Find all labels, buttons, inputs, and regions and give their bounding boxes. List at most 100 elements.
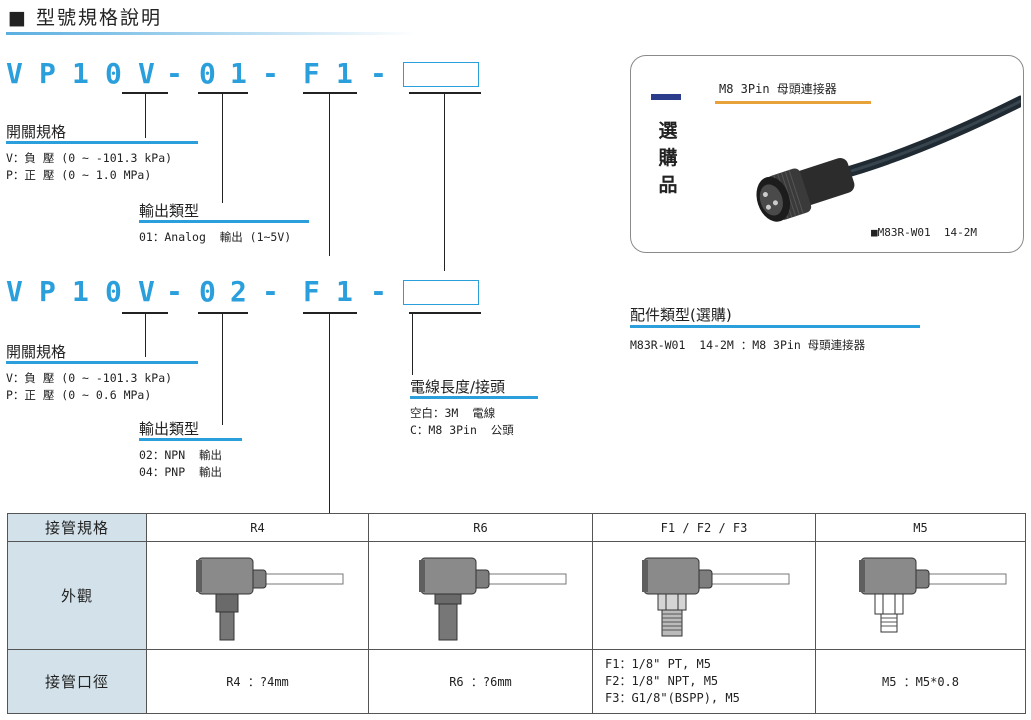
connector-line — [145, 313, 146, 357]
model-char: 1 — [336, 275, 353, 308]
r4-fitting-image — [195, 557, 343, 641]
switch-spec-title: 開關規格 — [6, 123, 67, 141]
switch-spec-line: V：負 壓 (0 ~ -101.3 kPa) — [6, 151, 173, 165]
appearance-cell — [592, 541, 816, 650]
model-code-2: V P 1 0 V - 0 2 - F 1 - — [6, 278, 406, 308]
model-char: - — [262, 57, 279, 90]
optional-vertical-label: 選 購 品 — [653, 118, 683, 199]
table-row: 接管口徑 R4 ：?4mm R6 ：?6mm F1：1/8" PT, M5 F2… — [7, 649, 1026, 714]
output-type-line: 04：PNP 輸出 — [139, 465, 222, 479]
switch-spec-list: V：負 壓 (0 ~ -101.3 kPa) P：正 壓 (0 ~ 0.6 MPa… — [6, 370, 172, 404]
output-type-list: 02：NPN 輸出 04：PNP 輸出 — [139, 447, 222, 481]
diameter-cell: R4 ：?4mm — [146, 649, 369, 714]
segment-bar — [303, 92, 357, 94]
output-type-title: 輸出類型 — [139, 420, 200, 438]
model-char: V — [6, 57, 23, 90]
model-char: 1 — [336, 57, 353, 90]
model-char: P — [39, 275, 56, 308]
model-char: 2 — [230, 275, 247, 308]
connector-line — [412, 313, 413, 375]
blank-code-box — [403, 62, 479, 87]
model-char: - — [262, 275, 279, 308]
cable-length-underline — [410, 396, 538, 399]
column-header: F1 / F2 / F3 — [592, 513, 816, 542]
model-char: F — [303, 57, 320, 90]
diameter-line: R4 ：?4mm — [226, 675, 289, 689]
diameter-line: M5 ：M5*0.8 — [881, 675, 960, 689]
table-row: 接管規格 R4 R6 F1 / F2 / F3 M5 — [7, 513, 1026, 542]
diameter-cell: F1：1/8" PT, M5 F2：1/8" NPT, M5 F3：G1/8"(… — [592, 649, 816, 714]
m5-fitting-image — [858, 557, 1006, 633]
switch-spec-line: P：正 壓 (0 ~ 1.0 MPa) — [6, 168, 152, 182]
output-type-title: 輸出類型 — [139, 202, 200, 220]
r6-fitting-image — [418, 557, 566, 641]
connector-line — [444, 93, 445, 271]
output-type-underline — [139, 438, 242, 441]
switch-spec-title: 開關規格 — [6, 343, 67, 361]
row-header: 接管規格 — [7, 513, 147, 542]
accessory-type-underline — [630, 325, 920, 328]
model-char: 0 — [105, 57, 122, 90]
appearance-cell — [815, 541, 1026, 650]
diameter-line: F1：1/8" PT, M5 — [605, 657, 711, 671]
model-code-1: V P 1 0 V - 0 1 - F 1 - — [6, 60, 406, 90]
accessory-type-line: M83R-W01 14-2M ：M8 3Pin 母頭連接器 — [630, 338, 866, 352]
appearance-cell — [146, 541, 369, 650]
segment-bar — [409, 312, 481, 314]
cable-length-title: 電線長度/接頭 — [410, 378, 506, 396]
cable-length-list: 空白：3M 電線 C：M8 3Pin 公頭 — [410, 405, 514, 439]
switch-spec-line: P：正 壓 (0 ~ 0.6 MPa) — [6, 388, 152, 402]
diameter-line: R6 ：?6mm — [449, 675, 512, 689]
column-header: M5 — [815, 513, 1026, 542]
segment-bar — [198, 312, 248, 314]
output-type-line: 02：NPN 輸出 — [139, 448, 222, 462]
model-char: 0 — [105, 275, 122, 308]
model-char: 1 — [230, 57, 247, 90]
column-header: R6 — [368, 513, 593, 542]
diameter-cell: R6 ：?6mm — [368, 649, 593, 714]
model-char: 0 — [199, 57, 216, 90]
section-title: ■ 型號規格說明 — [8, 7, 162, 29]
navy-marker — [651, 94, 681, 100]
optional-char: 品 — [658, 174, 678, 196]
appearance-cell — [368, 541, 593, 650]
model-char: 1 — [72, 57, 89, 90]
switch-spec-underline — [6, 141, 198, 144]
title-underline — [6, 32, 416, 35]
blank-code-box — [403, 280, 479, 305]
row-header: 接管口徑 — [7, 649, 147, 714]
model-char: - — [166, 57, 183, 90]
model-char: V — [6, 275, 23, 308]
segment-bar — [198, 92, 248, 94]
output-type-line: 01：Analog 輸出 (1~5V) — [139, 230, 292, 244]
cable-length-line: 空白：3M 電線 — [410, 406, 496, 420]
table-row: 外觀 — [7, 541, 1026, 650]
fitting-spec-table: 接管規格 R4 R6 F1 / F2 / F3 M5 外觀 — [7, 513, 1026, 714]
model-char: 1 — [72, 275, 89, 308]
model-char: - — [370, 275, 387, 308]
switch-spec-underline — [6, 361, 198, 364]
switch-spec-list: V：負 壓 (0 ~ -101.3 kPa) P：正 壓 (0 ~ 1.0 MPa… — [6, 150, 172, 184]
optional-char: 購 — [658, 147, 678, 169]
model-char: V — [138, 57, 155, 90]
cable-length-line: C：M8 3Pin 公頭 — [410, 423, 514, 437]
diameter-cell: M5 ：M5*0.8 — [815, 649, 1026, 714]
switch-spec-line: V：負 壓 (0 ~ -101.3 kPa) — [6, 371, 173, 385]
model-char: V — [138, 275, 155, 308]
connector-line — [222, 313, 223, 425]
m8-connector-image — [756, 95, 1021, 222]
model-char: 0 — [199, 275, 216, 308]
diameter-line: F3：G1/8"(BSPP), M5 — [605, 691, 740, 705]
output-type-underline — [139, 220, 309, 223]
connector-line — [329, 93, 330, 256]
accessory-type-title: 配件類型(選購) — [630, 306, 732, 324]
model-char: - — [370, 57, 387, 90]
optional-char: 選 — [658, 120, 678, 142]
connector-label-underline — [715, 101, 871, 104]
model-char: P — [39, 57, 56, 90]
connector-line — [329, 313, 330, 513]
f-series-fitting-image — [642, 557, 790, 637]
segment-bar — [303, 312, 357, 314]
optional-accessory-card: 選 購 品 M8 3Pin 母頭連接器 ■M83R-W01 14-2M — [630, 55, 1024, 253]
model-char: F — [303, 275, 320, 308]
